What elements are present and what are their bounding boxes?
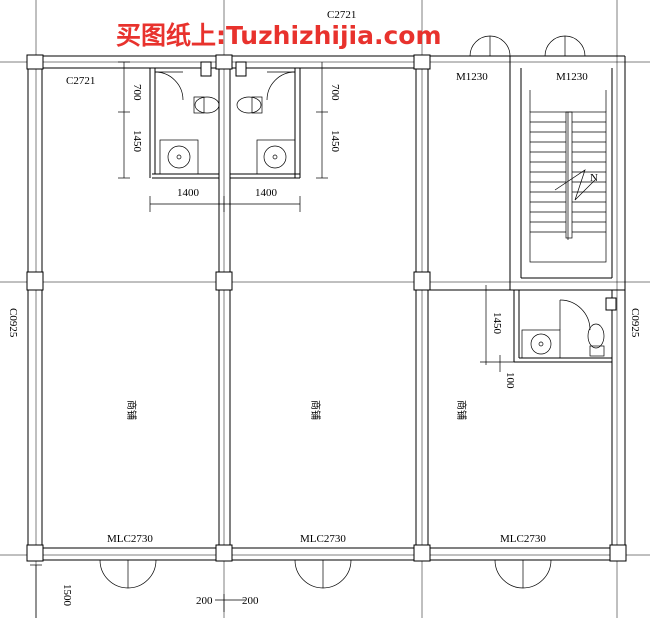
structural-columns: [26, 54, 627, 562]
dim-toilet2-width: 1400: [255, 187, 278, 199]
dim-toilet1-upper: 700: [131, 84, 143, 101]
exterior-walls: [27, 55, 626, 561]
watermark-text: 买图纸上:Tuzhizhijia.com: [116, 21, 442, 50]
dim-front-depth: 1500: [61, 584, 73, 607]
dim-bottom-right: 200: [242, 595, 259, 607]
window-label-right-side: C0925: [629, 308, 641, 338]
staircase: [529, 90, 607, 263]
door-label-stair-right: M1230: [556, 71, 588, 83]
dim-toilet2-upper: 700: [329, 84, 341, 101]
window-label-top-right: C2721: [327, 9, 356, 21]
dim-bottom-left: 200: [196, 595, 213, 607]
door-label-shop-2: MLC2730: [300, 533, 346, 545]
room-label-shop-2: 商铺: [309, 400, 322, 420]
door-label-shop-3: MLC2730: [500, 533, 546, 545]
toilet-block-3: [513, 290, 612, 363]
window-label-left-side: C0925: [7, 308, 19, 338]
door-label-shop-1: MLC2730: [107, 533, 153, 545]
dim-toilet3-offset: 100: [504, 372, 516, 389]
stair-direction-mark: N: [590, 172, 598, 184]
stair-doors: [469, 35, 586, 57]
dim-toilet1-lower: 1450: [131, 130, 143, 153]
window-label-top-left: C2721: [66, 75, 95, 87]
dim-toilet1-width: 1400: [177, 187, 200, 199]
door-label-stair-left: M1230: [456, 71, 488, 83]
toilet-block-2: [230, 61, 301, 179]
shop-doors: [99, 559, 552, 589]
room-label-shop-3: 商铺: [455, 400, 468, 420]
room-label-shop-1: 商铺: [125, 400, 138, 420]
dimension-lines: [30, 61, 520, 618]
toilet-block-1: [149, 68, 220, 179]
dim-toilet2-lower: 1450: [329, 130, 341, 153]
dim-toilet3-height: 1450: [491, 312, 503, 335]
